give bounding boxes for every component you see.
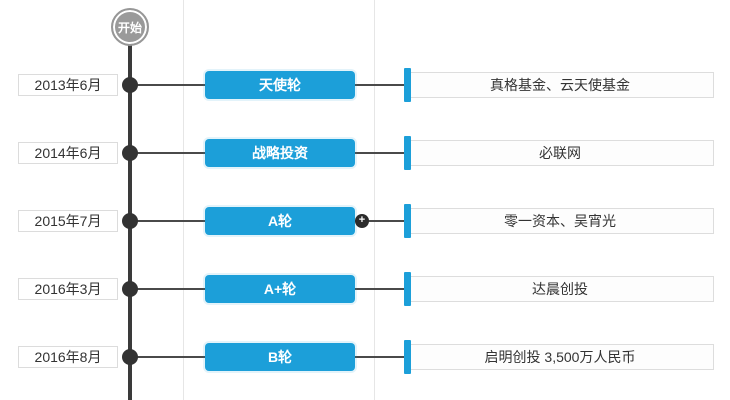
timeline-dot bbox=[122, 77, 138, 93]
investor-label: 达晨创投 bbox=[406, 276, 714, 302]
date-label: 2014年6月 bbox=[18, 142, 118, 164]
accent-bar bbox=[404, 68, 411, 102]
date-label: 2016年3月 bbox=[18, 278, 118, 300]
expand-plus-icon[interactable]: + bbox=[355, 214, 369, 228]
connector-line-left bbox=[130, 84, 206, 86]
round-button[interactable]: A轮 bbox=[205, 207, 355, 235]
connector-line-left bbox=[130, 288, 206, 290]
timeline-dot bbox=[122, 145, 138, 161]
connector-line-right bbox=[355, 356, 405, 358]
connector-line-right bbox=[355, 288, 405, 290]
connector-line-left bbox=[130, 152, 206, 154]
column-separator-right bbox=[374, 0, 375, 400]
round-button[interactable]: 天使轮 bbox=[205, 71, 355, 99]
start-node: 开始 bbox=[111, 8, 149, 46]
connector-line-left bbox=[130, 220, 206, 222]
date-label: 2015年7月 bbox=[18, 210, 118, 232]
timeline-dot bbox=[122, 281, 138, 297]
connector-line-right bbox=[355, 84, 405, 86]
timeline-dot bbox=[122, 349, 138, 365]
column-separator-left bbox=[183, 0, 184, 400]
accent-bar bbox=[404, 272, 411, 306]
timeline-dot bbox=[122, 213, 138, 229]
round-button[interactable]: B轮 bbox=[205, 343, 355, 371]
connector-line-right bbox=[355, 220, 405, 222]
accent-bar bbox=[404, 340, 411, 374]
accent-bar bbox=[404, 136, 411, 170]
connector-line-left bbox=[130, 356, 206, 358]
accent-bar bbox=[404, 204, 411, 238]
round-button[interactable]: A+轮 bbox=[205, 275, 355, 303]
round-button[interactable]: 战略投资 bbox=[205, 139, 355, 167]
date-label: 2013年6月 bbox=[18, 74, 118, 96]
date-label: 2016年8月 bbox=[18, 346, 118, 368]
investor-label: 必联网 bbox=[406, 140, 714, 166]
investor-label: 真格基金、云天使基金 bbox=[406, 72, 714, 98]
connector-line-right bbox=[355, 152, 405, 154]
investor-label: 零一资本、吴宵光 bbox=[406, 208, 714, 234]
investor-label: 启明创投 3,500万人民币 bbox=[406, 344, 714, 370]
